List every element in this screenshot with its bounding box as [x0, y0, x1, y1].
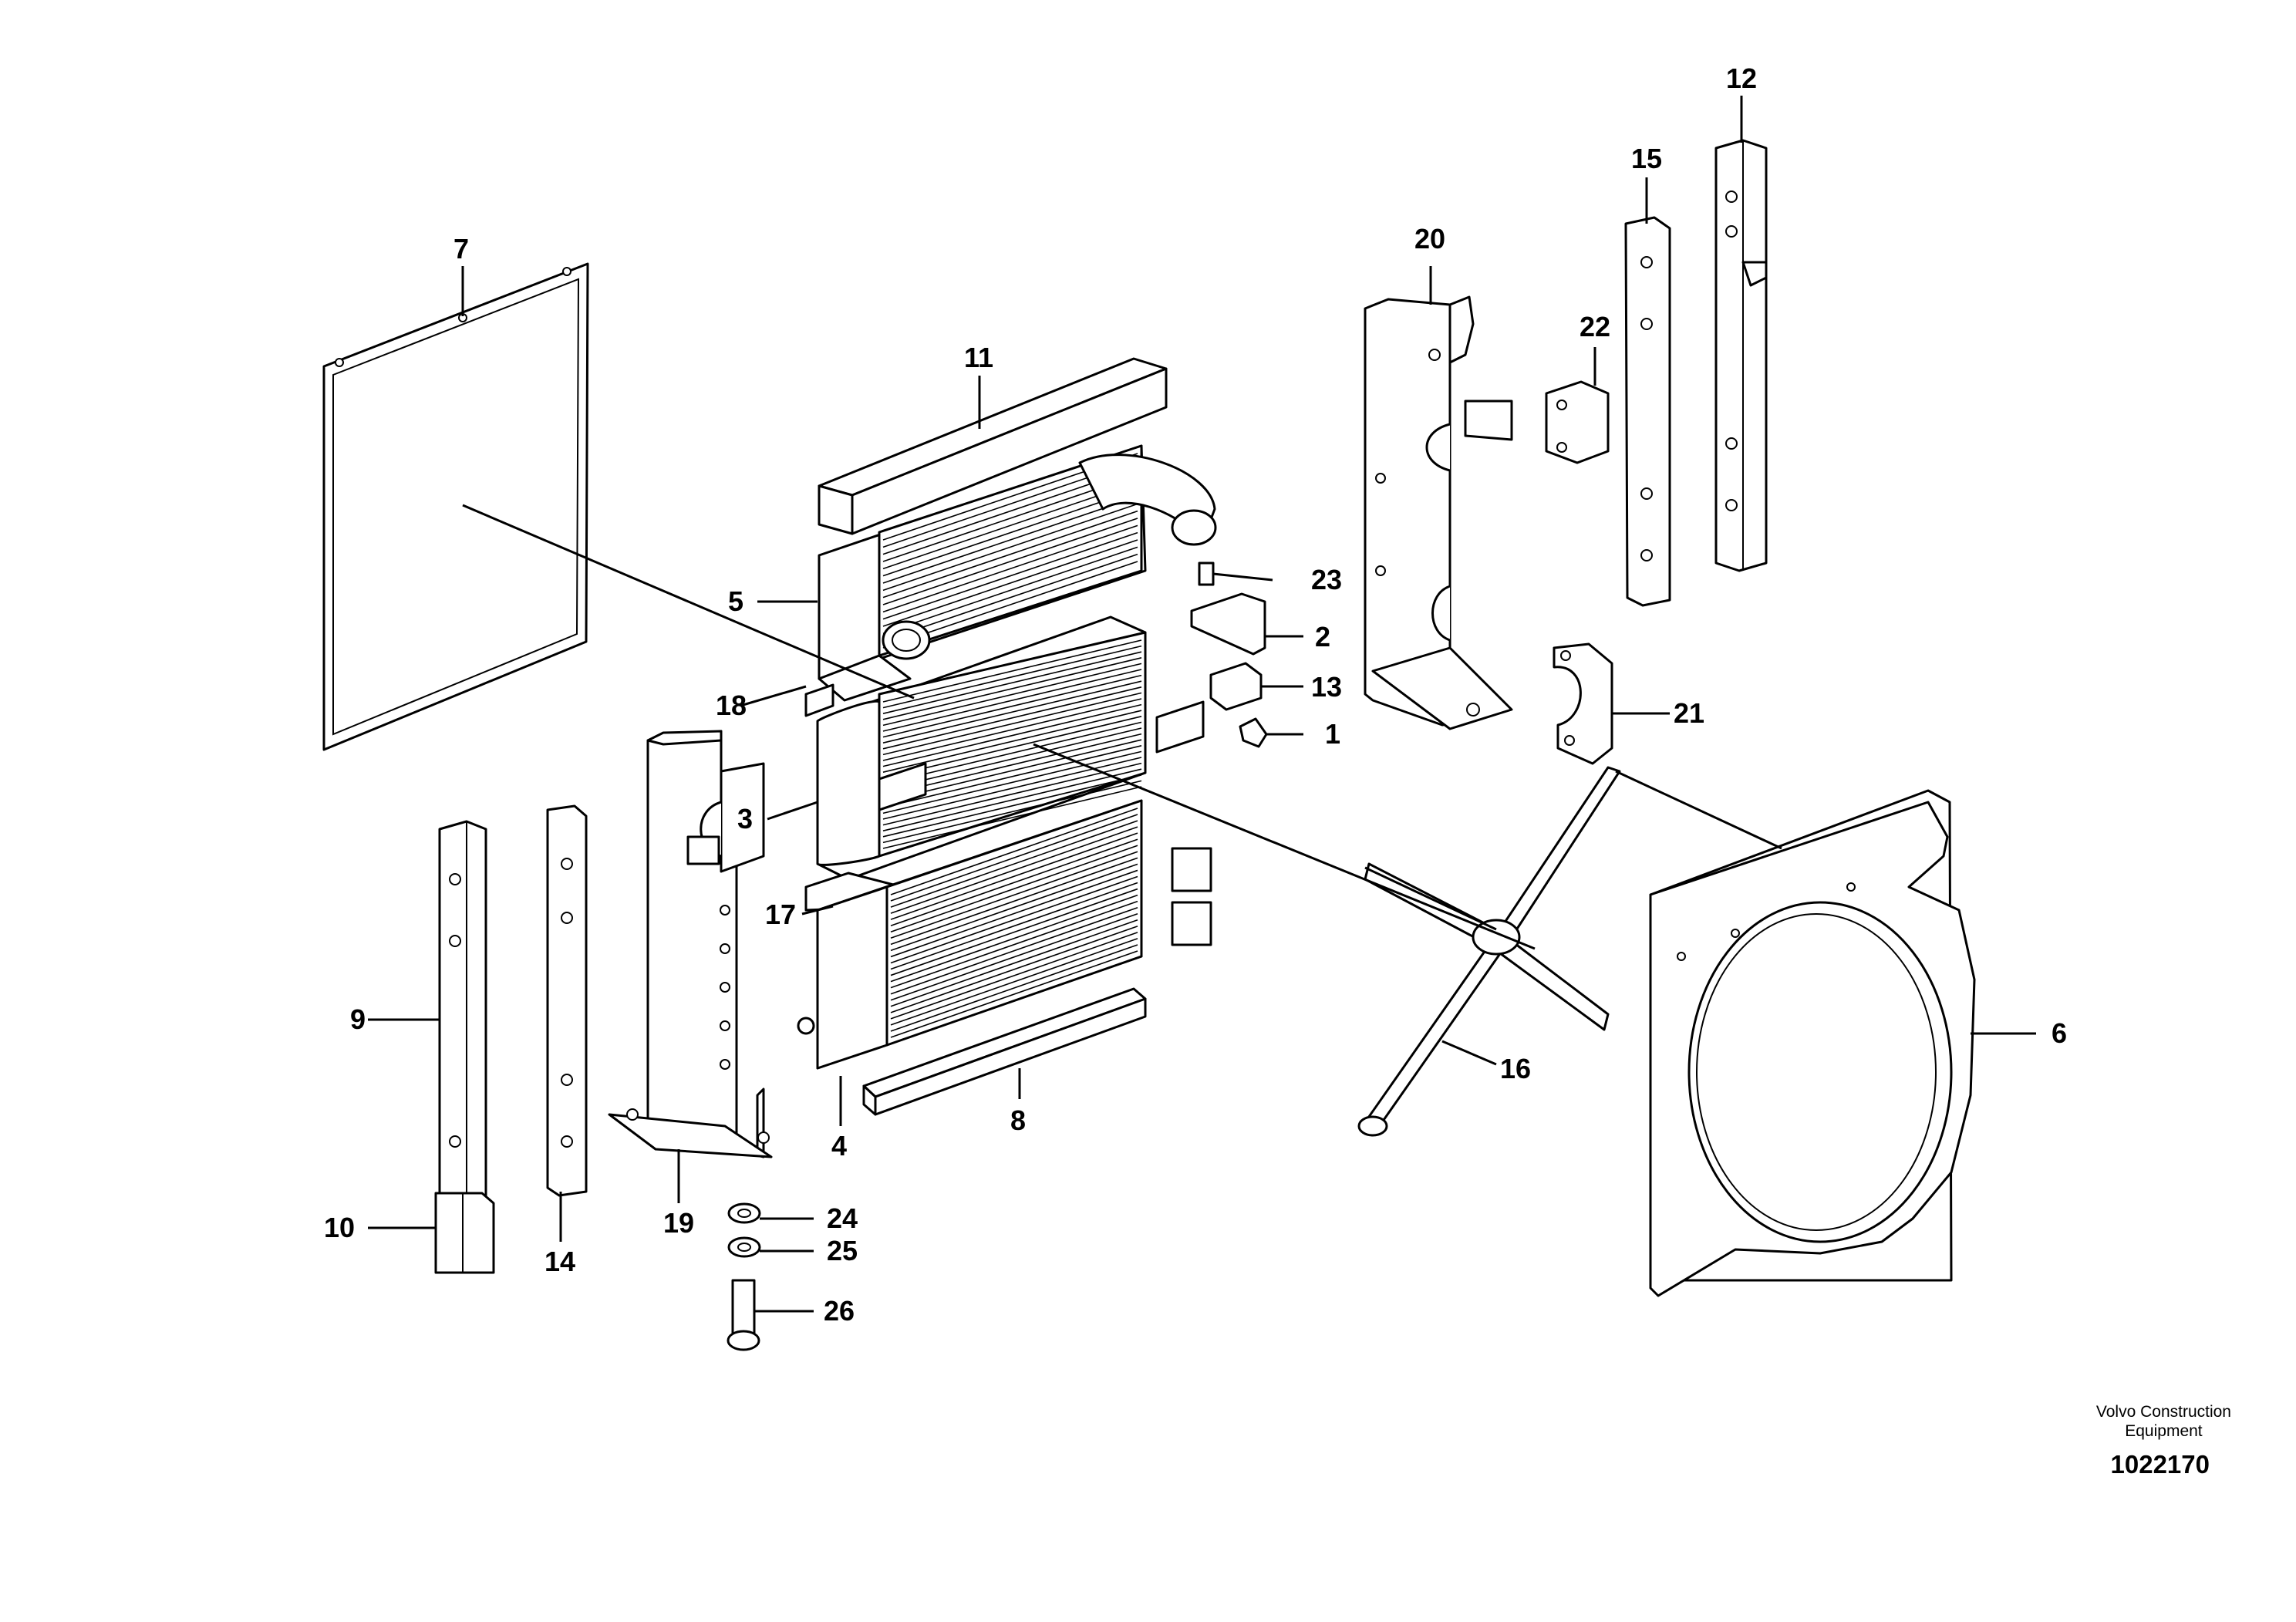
callout-9: 9	[350, 1003, 366, 1035]
part-20-right-bracket	[1364, 295, 1513, 730]
part-12-post	[1714, 139, 1768, 572]
part-18-bracket	[804, 683, 834, 717]
callout-20: 20	[1414, 223, 1445, 255]
part-24-washer	[727, 1202, 761, 1224]
part-14-flat-bar	[546, 804, 588, 1197]
part-11-top-seal-strip	[818, 357, 1168, 535]
callout-26: 26	[824, 1295, 855, 1327]
callout-24: 24	[827, 1202, 858, 1234]
part-2-clamp	[1190, 592, 1266, 656]
part-13-rubber-block	[1209, 662, 1263, 711]
callout-2: 2	[1315, 621, 1330, 653]
part-16-cross-brace	[1357, 766, 1621, 1137]
part-8-bottom-strip	[862, 987, 1147, 1116]
callout-6: 6	[2052, 1017, 2067, 1049]
callout-leaders	[368, 96, 2036, 1313]
callout-25: 25	[827, 1235, 858, 1266]
callout-18: 18	[716, 690, 747, 721]
alignment-lines	[462, 504, 1782, 950]
callout-17: 17	[765, 899, 796, 930]
callout-4: 4	[831, 1130, 847, 1162]
callout-14: 14	[544, 1246, 575, 1277]
manufacturer-credit: Volvo Construction Equipment	[2096, 1402, 2231, 1441]
callout-11: 11	[964, 342, 993, 373]
part-10-end-cap	[434, 1192, 495, 1274]
part-19-left-bracket	[608, 730, 773, 1158]
callout-10: 10	[324, 1212, 355, 1243]
part-15-flat-bar	[1624, 216, 1671, 607]
part-9-post	[438, 820, 487, 1243]
callout-19: 19	[663, 1207, 694, 1239]
part-6-fan-shroud	[1649, 789, 1976, 1297]
callout-1: 1	[1325, 718, 1340, 750]
part-25-spring-washer	[727, 1236, 761, 1258]
callout-22: 22	[1580, 311, 1610, 342]
callout-12: 12	[1726, 62, 1757, 94]
callout-8: 8	[1010, 1104, 1026, 1136]
credit-line-2: Equipment	[2125, 1422, 2203, 1440]
part-21-curved-plate	[1553, 642, 1613, 765]
part-22-plate	[1545, 380, 1610, 464]
callout-labels: 1 2 3 4 5 6 7 8 9 10 11 12 13 14 15 16 1…	[324, 62, 2067, 1327]
callout-7: 7	[453, 233, 469, 265]
part-7-frame-gasket	[322, 262, 589, 751]
part-3-radiator	[816, 615, 1205, 881]
callout-15: 15	[1631, 143, 1662, 174]
part-26-bolt	[727, 1279, 760, 1351]
callout-13: 13	[1311, 671, 1342, 703]
callout-3: 3	[737, 803, 753, 835]
credit-line-1: Volvo Construction	[2095, 1403, 2231, 1421]
callout-21: 21	[1674, 697, 1704, 729]
part-4-oil-cooler	[797, 799, 1212, 1070]
part-5-charge-air-cooler	[818, 444, 1217, 702]
document-number: 1022170	[2110, 1450, 2210, 1479]
callout-16: 16	[1500, 1053, 1531, 1084]
part-23-bolt	[1198, 561, 1273, 586]
part-1-sensor	[1239, 717, 1268, 748]
callout-23: 23	[1311, 564, 1342, 595]
callout-5: 5	[728, 585, 743, 617]
